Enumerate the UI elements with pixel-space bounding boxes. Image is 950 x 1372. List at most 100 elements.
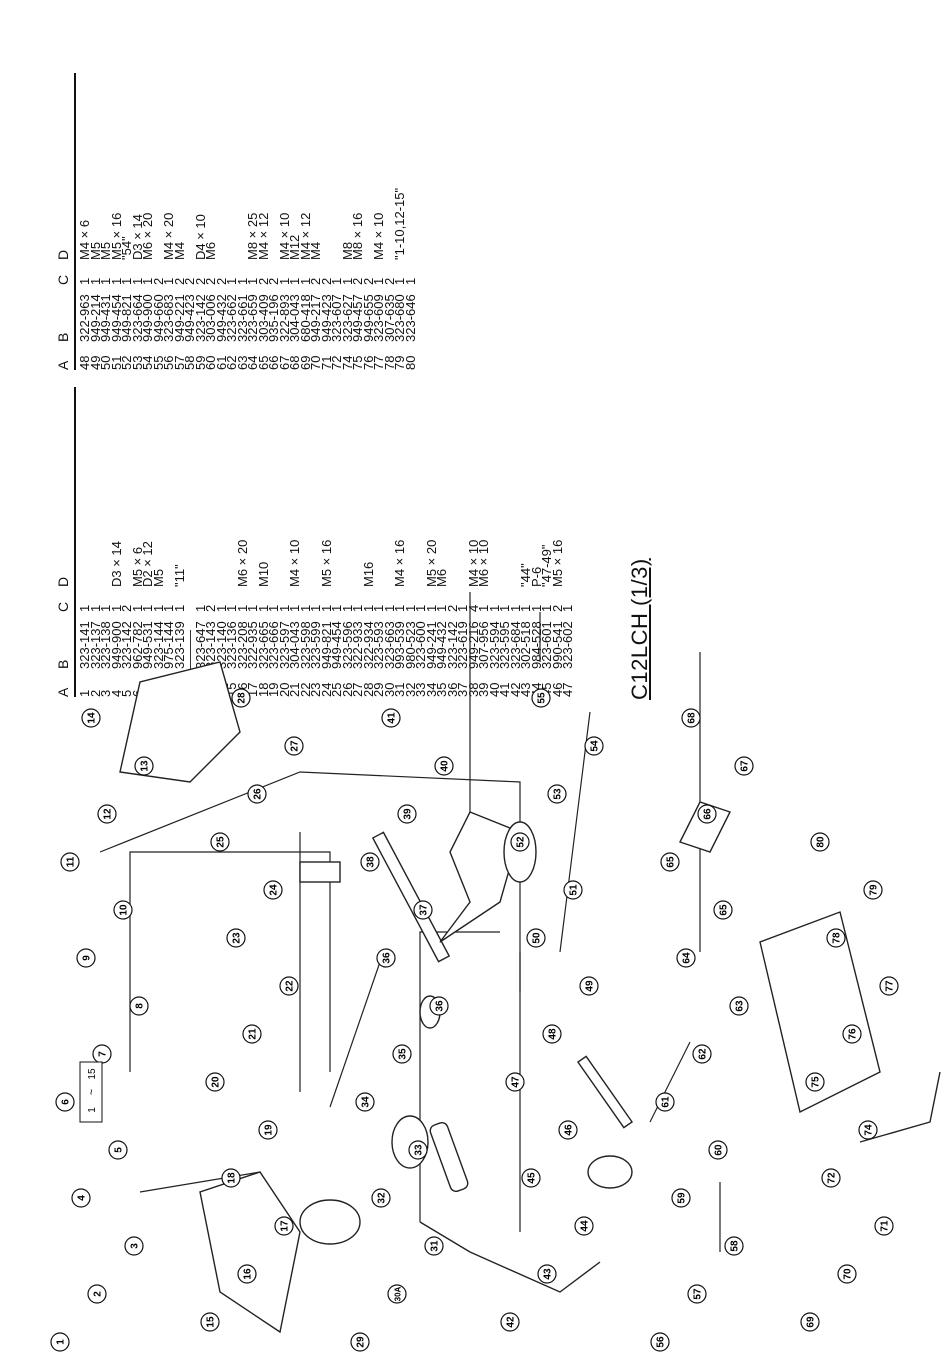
callout-marker: 59 xyxy=(671,1188,691,1208)
callout-number: 70 xyxy=(843,1268,854,1280)
callout-marker: 63 xyxy=(729,996,749,1016)
callout-marker: 65 xyxy=(713,900,733,920)
callout-number: 53 xyxy=(553,788,564,800)
callout-marker: 58 xyxy=(724,1236,744,1256)
callout-number: 67 xyxy=(740,760,751,772)
diagram-guide-lines xyxy=(99,592,721,1252)
callout-marker: 51 xyxy=(563,880,583,900)
callout-number: 71 xyxy=(880,1220,891,1232)
callout-marker: 25 xyxy=(210,832,230,852)
callout-number: 68 xyxy=(687,712,698,724)
callout-number: 30A xyxy=(394,1286,403,1301)
callout-number: 15 xyxy=(206,1316,217,1328)
callout-marker: 35 xyxy=(392,1044,412,1064)
callout-number: 77 xyxy=(885,980,896,992)
callout-number: 37 xyxy=(419,904,430,916)
callout-marker: 71 xyxy=(874,1216,894,1236)
callout-marker: 20 xyxy=(205,1072,225,1092)
callout-marker: 12 xyxy=(97,804,117,824)
callout-marker: 22 xyxy=(279,976,299,996)
callout-number: 34 xyxy=(361,1096,372,1108)
callout-marker: 52 xyxy=(510,832,530,852)
callout-marker: 33 xyxy=(408,1140,428,1160)
callout-marker: 23 xyxy=(226,928,246,948)
callout-marker: 47 xyxy=(505,1072,525,1092)
callout-marker: 7 xyxy=(92,1044,112,1064)
callout-number: 40 xyxy=(440,760,451,772)
callout-marker: 26 xyxy=(247,784,267,804)
callout-number: 10 xyxy=(119,904,130,916)
callout-number: 69 xyxy=(806,1316,817,1328)
callout-marker: 16 xyxy=(237,1264,257,1284)
callout-marker: 14 xyxy=(81,708,101,728)
callout-marker: 37 xyxy=(413,900,433,920)
callout-marker: 30A xyxy=(387,1284,407,1304)
callout-marker: 62 xyxy=(692,1044,712,1064)
callout-number: 6 xyxy=(61,1099,72,1105)
callout-number: 45 xyxy=(527,1172,538,1184)
kit-range-value: 15 xyxy=(87,1068,98,1080)
callout-number: 31 xyxy=(430,1240,441,1252)
callout-number: 46 xyxy=(564,1124,575,1136)
callout-number: 7 xyxy=(98,1051,109,1057)
callout-marker: 65 xyxy=(660,852,680,872)
callout-marker: 6 xyxy=(55,1092,75,1112)
callout-marker: 77 xyxy=(879,976,899,996)
callout-number: 72 xyxy=(827,1172,838,1184)
callout-number: 9 xyxy=(82,955,93,961)
callout-number: 28 xyxy=(237,692,248,704)
callout-number: 65 xyxy=(719,904,730,916)
callout-marker: 18 xyxy=(221,1168,241,1188)
callout-marker: 49 xyxy=(579,976,599,996)
kit-range-tilde: ~ xyxy=(86,1089,98,1095)
diagram-parts xyxy=(119,661,941,1334)
callout-marker: 76 xyxy=(842,1024,862,1044)
callout-marker: 79 xyxy=(863,880,883,900)
callout-marker: 13 xyxy=(134,756,154,776)
callout-marker: 4 xyxy=(71,1188,91,1208)
callout-number: 8 xyxy=(135,1003,146,1009)
callout-marker: 38 xyxy=(360,852,380,872)
callout-number: 63 xyxy=(735,1000,746,1012)
callout-marker: 32 xyxy=(371,1188,391,1208)
callout-number: 47 xyxy=(511,1076,522,1088)
callout-marker: 60 xyxy=(708,1140,728,1160)
callout-number: 64 xyxy=(682,952,693,964)
callout-marker: 67 xyxy=(734,756,754,776)
callout-number: 33 xyxy=(414,1144,425,1156)
callout-number: 51 xyxy=(569,884,580,896)
callout-number: 27 xyxy=(290,740,301,752)
callout-marker: 2 xyxy=(87,1284,107,1304)
callout-marker: 55 xyxy=(531,688,551,708)
callout-marker: 28 xyxy=(231,688,251,708)
callout-number: 20 xyxy=(211,1076,222,1088)
callout-marker: 34 xyxy=(355,1092,375,1112)
callout-number: 22 xyxy=(285,980,296,992)
callout-number: 59 xyxy=(677,1192,688,1204)
callout-marker: 5 xyxy=(108,1140,128,1160)
callout-number: 80 xyxy=(816,836,827,848)
callout-marker: 39 xyxy=(397,804,417,824)
callout-number: 36 xyxy=(382,952,393,964)
callout-marker: 78 xyxy=(826,928,846,948)
callout-marker: 8 xyxy=(129,996,149,1016)
callout-number: 36 xyxy=(435,1000,446,1012)
kit-range-box: 115~ xyxy=(79,1061,103,1123)
callout-number: 32 xyxy=(377,1192,388,1204)
callout-marker: 66 xyxy=(697,804,717,824)
callout-number: 17 xyxy=(280,1220,291,1232)
callout-number: 13 xyxy=(140,760,151,772)
callout-marker: 50 xyxy=(526,928,546,948)
callout-number: 50 xyxy=(532,932,543,944)
callout-marker: 19 xyxy=(258,1120,278,1140)
callout-number: 62 xyxy=(698,1048,709,1060)
callout-number: 12 xyxy=(103,808,114,820)
callout-marker: 36 xyxy=(376,948,396,968)
callout-marker: 75 xyxy=(805,1072,825,1092)
callout-number: 5 xyxy=(114,1147,125,1153)
callout-marker: 29 xyxy=(350,1332,370,1352)
callout-marker: 1 xyxy=(50,1332,70,1352)
callout-number: 21 xyxy=(248,1028,259,1040)
callout-number: 4 xyxy=(77,1195,88,1201)
